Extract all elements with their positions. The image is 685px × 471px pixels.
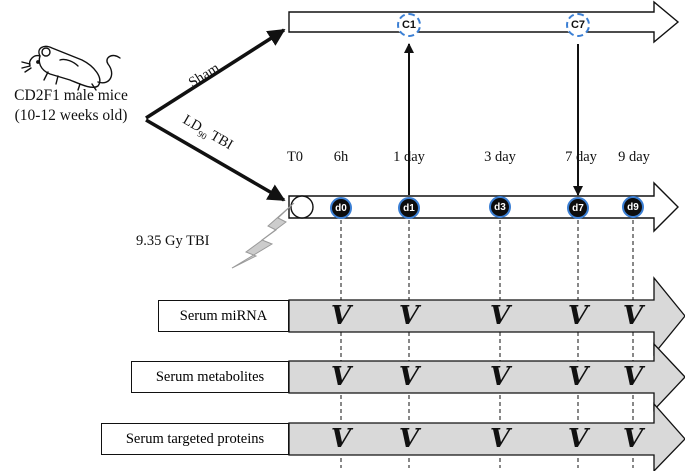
tbi-label-suffix: TBI: [204, 126, 235, 153]
check-mark: V: [489, 362, 511, 392]
timepoint-label-t0: T0: [286, 149, 304, 165]
check-mark: V: [489, 424, 511, 454]
check-mark: V: [567, 362, 589, 392]
subject-line-1: CD2F1 male mice: [14, 87, 128, 104]
check-mark: V: [567, 424, 589, 454]
check-mark: V: [398, 362, 420, 392]
check-mark: V: [489, 301, 511, 331]
check-mark: V: [398, 301, 420, 331]
tbi-branch-label: LD90 TBI: [179, 112, 236, 155]
dose-label: 9.35 Gy TBI: [136, 233, 210, 249]
assay-arrow-metabolites: [288, 342, 685, 412]
check-mark: V: [622, 301, 644, 331]
check-mark: V: [330, 301, 352, 331]
check-mark: V: [398, 424, 420, 454]
check-mark: V: [622, 424, 644, 454]
assay-label-proteins: Serum targeted proteins: [101, 423, 289, 455]
timepoint-label-3-day: 3 day: [484, 149, 516, 165]
day-node-d7: d7: [567, 197, 589, 219]
subject-label: CD2F1 male mice (10-12 weeks old): [0, 86, 142, 126]
control-node-c1: C1: [397, 13, 421, 37]
day-node-d3: d3: [489, 196, 511, 218]
assay-arrow-proteins: [288, 402, 685, 471]
day-node-d0: d0: [330, 197, 352, 219]
timepoint-label-9-day: 9 day: [618, 149, 650, 165]
control-node-c7: C7: [566, 13, 590, 37]
assay-arrow-mirna: [288, 276, 685, 356]
lightning-icon: [231, 202, 295, 269]
sham-timeline-arrow: [288, 0, 680, 44]
sham-branch-arrow: [145, 28, 286, 120]
check-mark: V: [330, 362, 352, 392]
subject-line-2: (10-12 weeks old): [14, 107, 128, 124]
timepoint-label-6h: 6h: [333, 149, 349, 165]
timepoint-label-1-day: 1 day: [393, 149, 425, 165]
tbi-branch-arrow: [145, 118, 286, 202]
timepoint-label-7-day: 7 day: [565, 149, 597, 165]
mouse-icon: [21, 45, 121, 91]
tbi-timeline-arrow: [288, 181, 679, 233]
day-node-d1: d1: [398, 197, 420, 219]
sham-branch-label: Sham: [186, 60, 223, 91]
assay-label-mirna: Serum miRNA: [158, 300, 289, 332]
check-mark: V: [567, 301, 589, 331]
check-mark: V: [330, 424, 352, 454]
check-mark: V: [622, 362, 644, 392]
assay-label-metabolites: Serum metabolites: [131, 361, 289, 393]
t0-marker: [290, 195, 314, 219]
day-node-d9: d9: [622, 196, 644, 218]
